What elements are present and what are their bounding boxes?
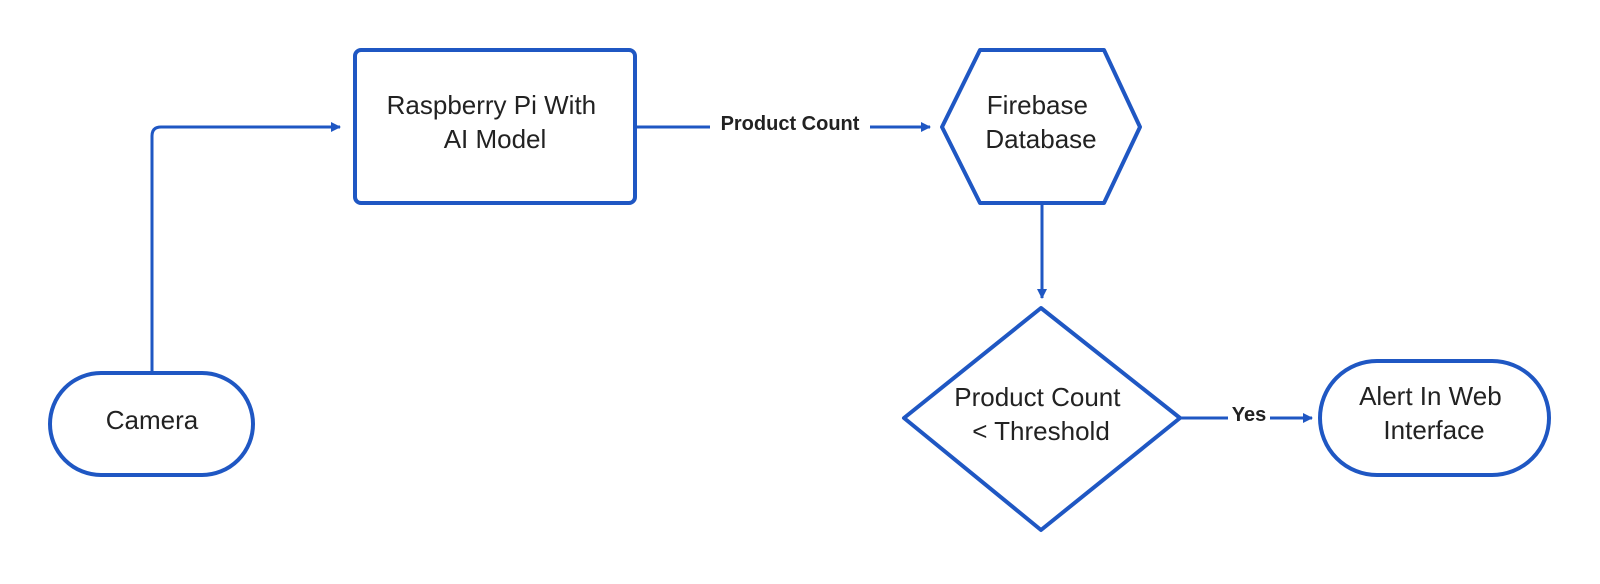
svg-text:Firebase Database: Firebase Database xyxy=(985,90,1096,154)
node-camera-label: Camera xyxy=(106,405,199,435)
node-raspberry-pi-label-line-2: AI Model xyxy=(444,124,547,154)
node-threshold-check-label-line-2: < Threshold xyxy=(972,416,1110,446)
edge-threshold-check-to-alert: Yes xyxy=(1178,403,1313,429)
svg-text:Product Count < Threshol: Product Count < Threshold xyxy=(954,382,1127,446)
terminator-shape xyxy=(1318,359,1551,477)
edge-label-product-count: Product Count xyxy=(721,113,860,135)
node-alert-label-line-1: Alert In Web xyxy=(1359,381,1502,411)
node-alert-label-line-2: Interface xyxy=(1383,415,1484,445)
node-raspberry-pi-label-line-1: Raspberry Pi With xyxy=(387,90,597,120)
connector-line xyxy=(150,122,341,373)
node-firebase[interactable]: Firebase Database xyxy=(940,48,1142,205)
edge-raspberry-pi-to-firebase: Product Count xyxy=(636,110,931,138)
node-alert[interactable]: Alert In Web Interface xyxy=(1318,359,1551,477)
node-camera[interactable]: Camera xyxy=(48,371,255,477)
node-threshold-check[interactable]: Product Count < Threshold xyxy=(902,306,1182,532)
process-shape xyxy=(353,48,637,205)
svg-text:Camera: Camera xyxy=(106,405,199,435)
node-raspberry-pi[interactable]: Raspberry Pi With AI Model xyxy=(353,48,637,205)
node-firebase-label-line-2: Database xyxy=(985,124,1096,154)
terminator-shape xyxy=(48,371,255,477)
svg-text:Alert In Web Interface: Alert In Web Interface xyxy=(1359,381,1509,445)
svg-text:Raspberry Pi With AI Mod: Raspberry Pi With AI Model xyxy=(387,90,604,154)
hexagon-shape xyxy=(940,48,1142,205)
node-firebase-label-line-1: Firebase xyxy=(987,90,1088,120)
edge-label-yes: Yes xyxy=(1232,404,1266,426)
edge-camera-to-raspberry-pi xyxy=(150,122,341,373)
decision-shape xyxy=(902,306,1182,532)
node-threshold-check-label-line-1: Product Count xyxy=(954,382,1121,412)
